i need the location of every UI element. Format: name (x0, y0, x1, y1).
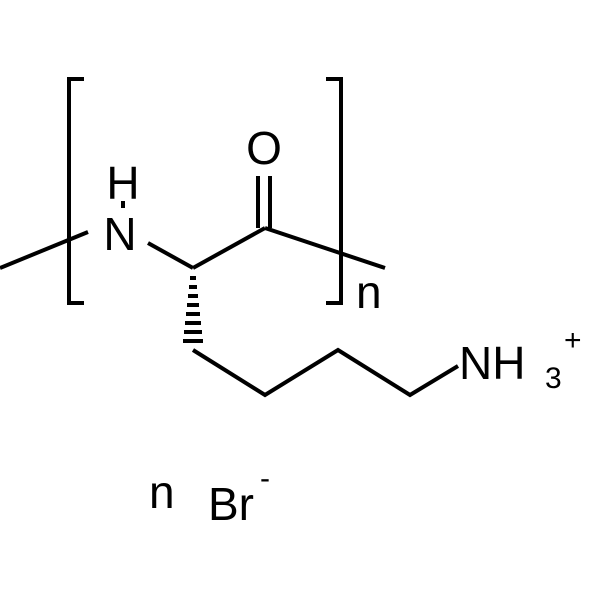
ammonium-nh-label: NH (459, 337, 525, 389)
right-bracket (326, 77, 343, 305)
counterion-coefficient: n (149, 466, 175, 518)
bromide-label: Br (208, 478, 254, 530)
bond-n-calpha (147, 241, 194, 270)
bromide-charge-minus: - (260, 462, 270, 495)
bond-carbonyl-right (264, 226, 386, 270)
repeat-subscript-n: n (356, 266, 382, 318)
nh-hydrogen-label: H (106, 157, 139, 209)
ammonium-charge-plus: + (564, 324, 582, 357)
left-bracket (67, 77, 84, 305)
backbone-nitrogen-label: N (103, 208, 136, 260)
side-chain-bonds (191, 347, 460, 398)
ammonium-subscript-3: 3 (545, 362, 562, 395)
oxygen-label: O (246, 122, 282, 174)
bond-calpha-carbonyl (192, 226, 266, 270)
bond-left-terminal (0, 230, 89, 270)
hashed-wedge-bond (183, 276, 203, 343)
